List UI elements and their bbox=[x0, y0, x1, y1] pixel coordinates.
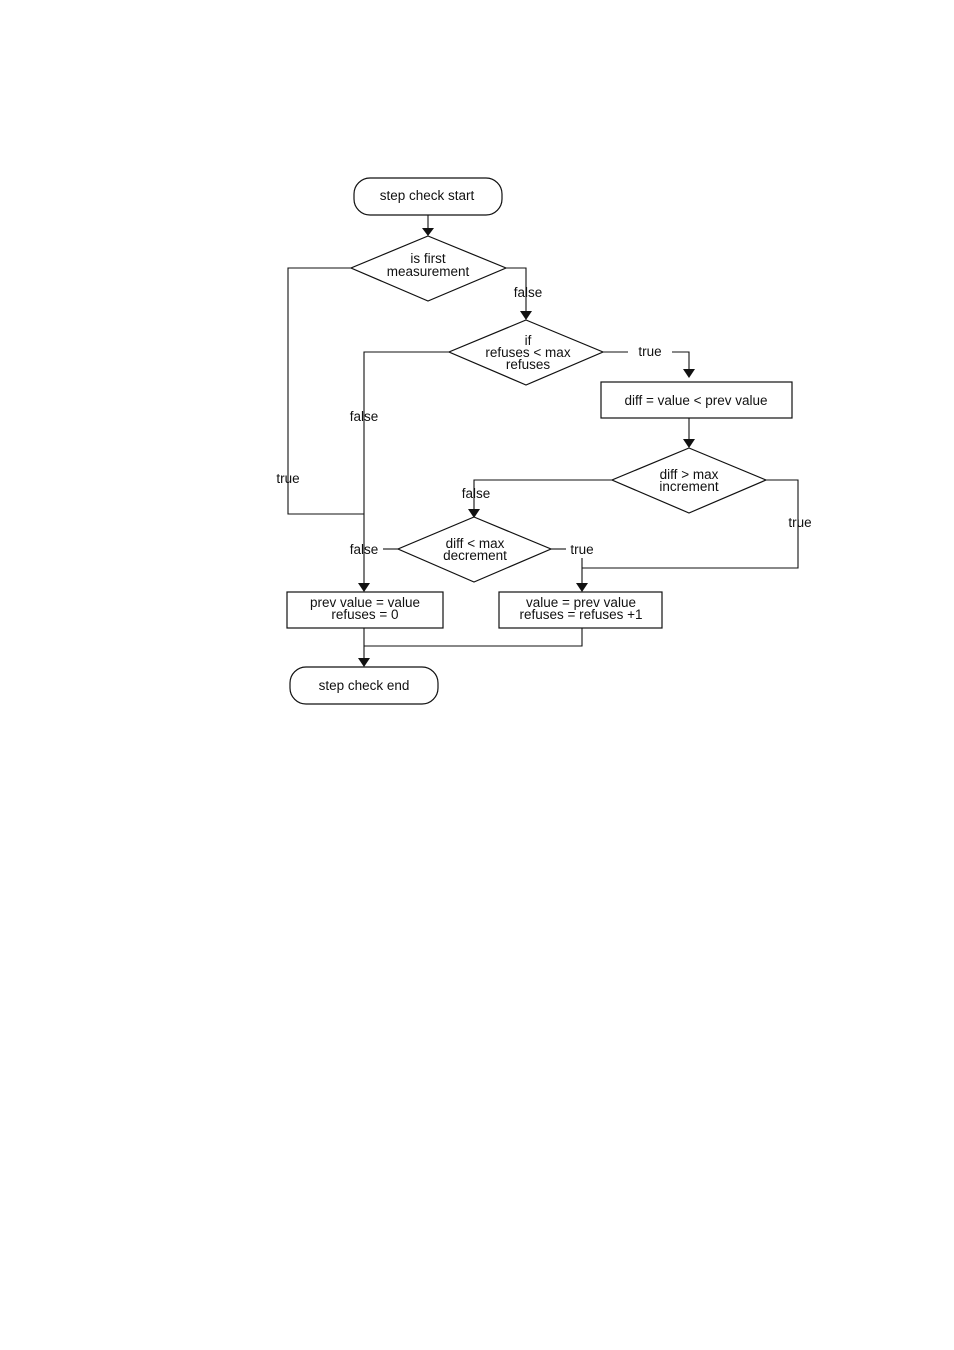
decision-refuses-check: if refuses < max refuses bbox=[449, 320, 603, 385]
decision-is-first-measurement: is first measurement bbox=[351, 236, 506, 301]
decision-text-line: refuses bbox=[506, 357, 551, 372]
process-text-line: refuses = refuses +1 bbox=[519, 607, 642, 622]
decision-max-increment: diff > max increment bbox=[612, 448, 766, 513]
decision-text-line: increment bbox=[659, 479, 719, 494]
decision-text-line: measurement bbox=[387, 264, 470, 279]
process-text-line: refuses = 0 bbox=[331, 607, 398, 622]
edge-label-is-first-false: false bbox=[514, 285, 543, 300]
process-reset-refuses: prev value = value refuses = 0 bbox=[287, 592, 443, 628]
edge-label-refuses-false: false bbox=[350, 409, 379, 424]
end-label: step check end bbox=[319, 678, 410, 693]
arrowhead bbox=[683, 369, 695, 378]
edge-label-is-first-true: true bbox=[276, 471, 299, 486]
edge-label-increment-false: false bbox=[462, 486, 491, 501]
edge-refuse-to-end bbox=[364, 628, 582, 646]
edge-label-refuses-true: true bbox=[638, 344, 661, 359]
arrowhead bbox=[422, 228, 434, 236]
edge-label-increment-true: true bbox=[788, 515, 811, 530]
process-diff-calculation: diff = value < prev value bbox=[601, 382, 792, 418]
edge-label-decrement-true: true bbox=[570, 542, 593, 557]
process-increment-refuses: value = prev value refuses = refuses +1 bbox=[499, 592, 662, 628]
process-text: diff = value < prev value bbox=[624, 393, 767, 408]
end-terminal: step check end bbox=[290, 667, 438, 704]
edge-label-decrement-false: false bbox=[350, 542, 379, 557]
arrowhead bbox=[358, 583, 370, 592]
edge-refuses-true-b bbox=[672, 352, 689, 369]
decision-text-line: decrement bbox=[443, 548, 507, 563]
edge-increment-false bbox=[474, 480, 612, 509]
arrowhead bbox=[358, 658, 370, 667]
start-terminal: step check start bbox=[354, 178, 502, 215]
decision-max-decrement: diff < max decrement bbox=[398, 517, 551, 582]
arrowhead bbox=[520, 311, 532, 320]
edge-labels: false true true false false true false t… bbox=[276, 285, 811, 557]
start-label: step check start bbox=[380, 188, 475, 203]
arrowhead bbox=[576, 583, 588, 592]
arrowhead bbox=[683, 439, 695, 448]
